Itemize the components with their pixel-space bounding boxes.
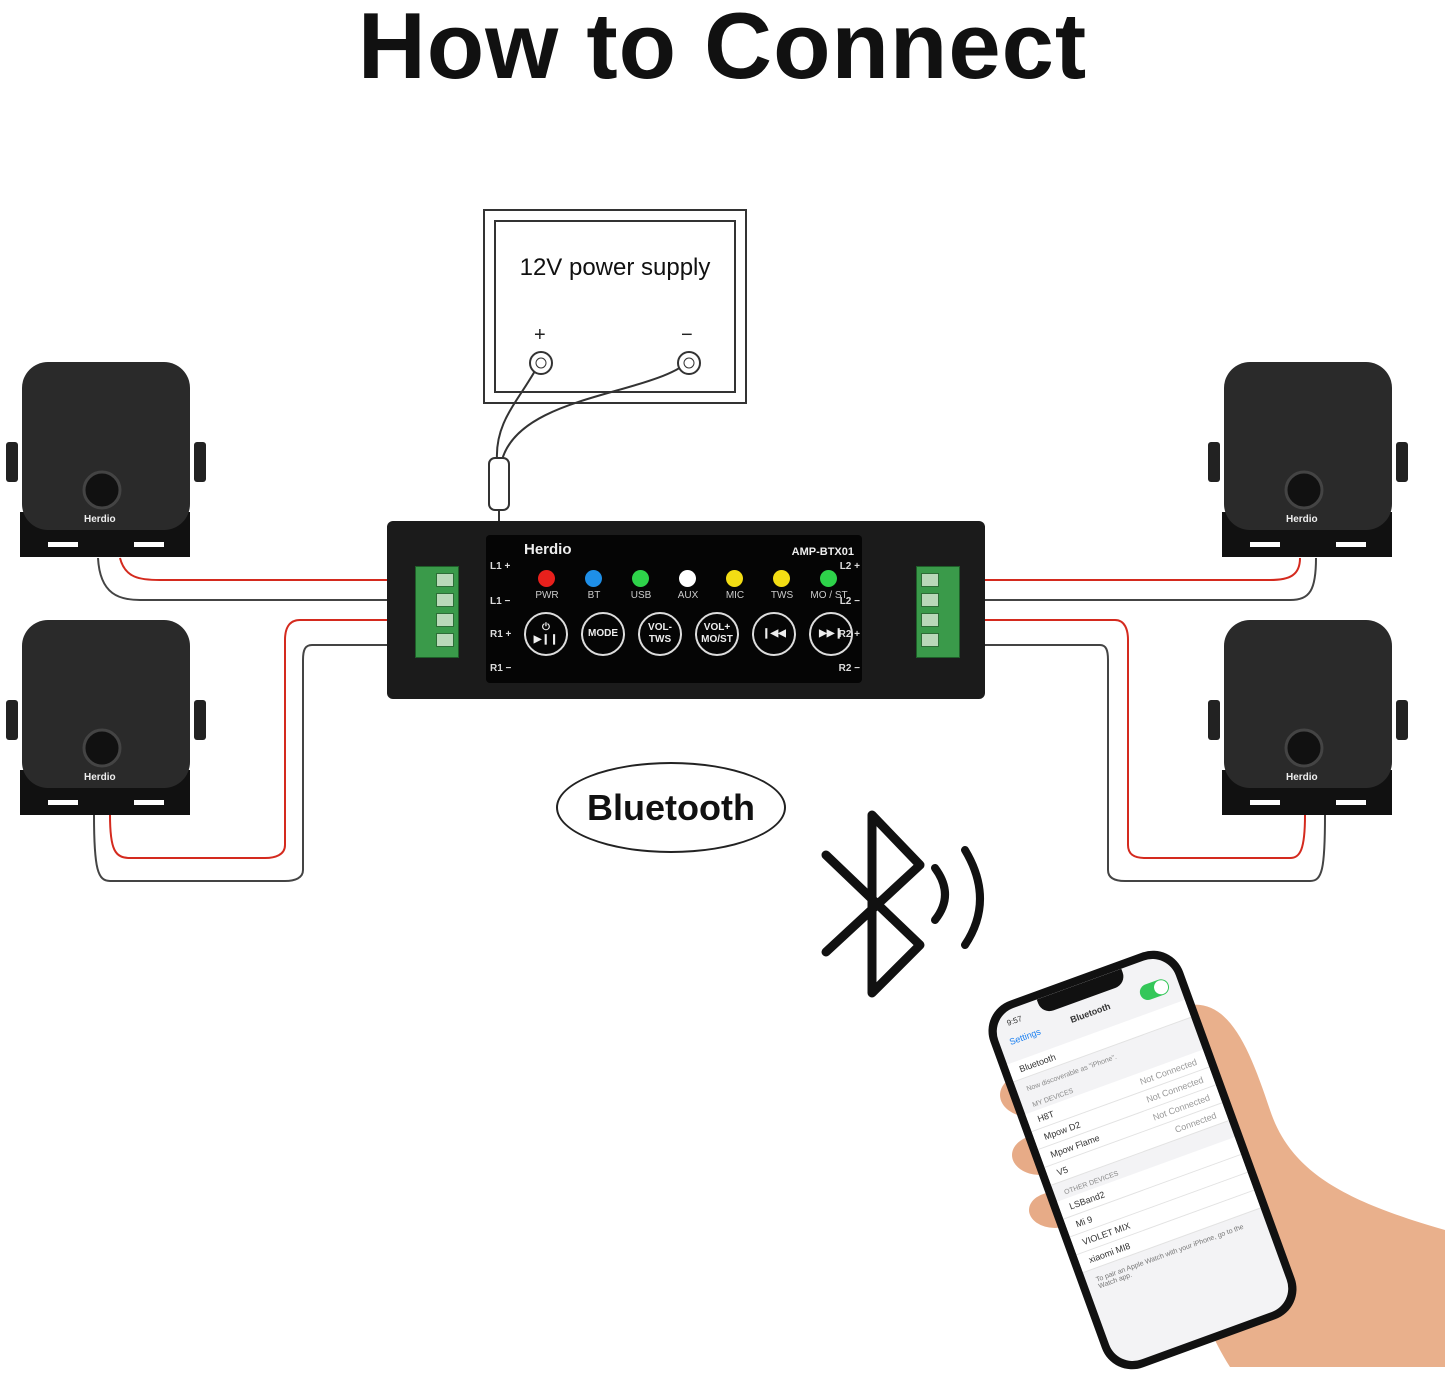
- led-indicator: [585, 570, 602, 587]
- amplifier-panel: Herdio AMP-BTX01 L1 + L1 − R1 + R1 − L2 …: [486, 535, 862, 683]
- led-label: MIC: [725, 590, 745, 601]
- button-label: MODE: [588, 628, 618, 639]
- side-label: R2 −: [838, 663, 860, 674]
- led-indicator: [538, 570, 555, 587]
- button-label: ⏻: [542, 622, 550, 633]
- device-name: H8T: [1036, 1108, 1056, 1125]
- speaker-front-right: Herdio: [1208, 362, 1408, 562]
- button-label: ▶▶❙: [819, 628, 843, 639]
- bluetooth-toggle[interactable]: [1137, 976, 1172, 1003]
- button-label: TWS: [648, 634, 672, 645]
- speaker-brand: Herdio: [1286, 772, 1318, 783]
- bluetooth-label: Bluetooth: [556, 762, 786, 853]
- led-indicator: [820, 570, 837, 587]
- led-indicator: [726, 570, 743, 587]
- page-title: How to Connect: [357, 0, 1088, 98]
- button-label: ▶❙❙: [533, 634, 559, 645]
- power-supply-label: 12V power supply: [519, 254, 711, 281]
- screen-title: Bluetooth: [1068, 1001, 1112, 1025]
- speaker-brand: Herdio: [84, 772, 116, 783]
- led-indicator: [632, 570, 649, 587]
- led-label: MO / ST: [810, 590, 848, 601]
- led-indicator: [773, 570, 790, 587]
- led-label: TWS: [770, 590, 794, 601]
- led-label: BT: [587, 590, 601, 601]
- device-name: Mi 9: [1074, 1214, 1094, 1230]
- device-name: V5: [1055, 1164, 1070, 1178]
- led-label: USB: [630, 590, 652, 601]
- positive-terminal-label: +: [534, 324, 546, 346]
- power-supply: 12V power supply + −: [483, 209, 747, 404]
- button-label: ❙◀◀: [762, 628, 786, 639]
- next-button[interactable]: ▶▶❙: [809, 612, 853, 656]
- brand-logo: Herdio: [524, 541, 572, 558]
- led-label: PWR: [535, 590, 559, 601]
- side-label: R1 −: [490, 663, 512, 674]
- right-speaker-terminal: [916, 566, 960, 658]
- speaker-rear-left: Herdio: [6, 620, 206, 820]
- negative-terminal-label: −: [681, 324, 693, 346]
- speaker-rear-right: Herdio: [1208, 620, 1408, 820]
- left-speaker-terminal: [415, 566, 459, 658]
- button-label: VOL-: [648, 622, 672, 633]
- led-indicator: [679, 570, 696, 587]
- side-label: L2 +: [839, 561, 860, 572]
- model-label: AMP-BTX01: [791, 546, 854, 558]
- side-label: L2 −: [839, 596, 860, 607]
- led-label: AUX: [677, 590, 699, 601]
- mode-button[interactable]: MODE: [581, 612, 625, 656]
- play-pause-button[interactable]: ⏻▶❙❙: [524, 612, 568, 656]
- side-label: L1 −: [490, 596, 511, 607]
- button-label: VOL+: [703, 622, 731, 633]
- bluetooth-icon: [821, 810, 984, 998]
- terminals: [529, 351, 701, 375]
- speaker-brand: Herdio: [84, 514, 116, 525]
- vol-down-button[interactable]: VOL-TWS: [638, 612, 682, 656]
- back-button[interactable]: Settings: [1008, 1026, 1043, 1048]
- speaker-front-left: Herdio: [6, 362, 206, 562]
- button-label: MO/ST: [701, 634, 733, 645]
- side-label: R1 +: [490, 629, 512, 640]
- speaker-brand: Herdio: [1286, 514, 1318, 525]
- side-label: L1 +: [490, 561, 511, 572]
- vol-up-button[interactable]: VOL+MO/ST: [695, 612, 739, 656]
- previous-button[interactable]: ❙◀◀: [752, 612, 796, 656]
